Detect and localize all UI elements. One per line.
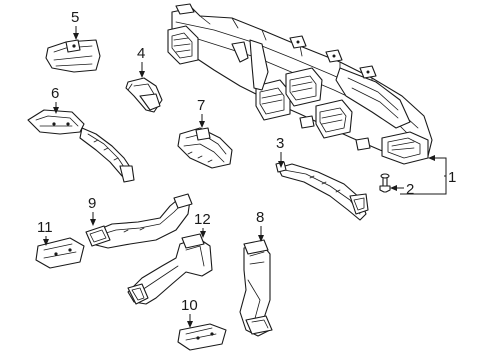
callout-11: 11 — [37, 219, 53, 236]
callout-8: 8 — [256, 209, 264, 226]
callout-6: 6 — [51, 85, 59, 102]
callout-4: 4 — [137, 45, 145, 62]
part-9-rear-duct — [85, 193, 193, 249]
part-8-floor-duct-right — [239, 239, 273, 337]
callout-3: 3 — [276, 135, 284, 152]
callout-9: 9 — [88, 195, 96, 212]
leader-11 — [43, 236, 49, 246]
callout-2: 2 — [406, 181, 414, 198]
part-4-outlet-connector — [125, 77, 163, 113]
leader-3 — [278, 152, 284, 168]
callout-7: 7 — [197, 97, 205, 114]
part-7-center-connector — [177, 127, 233, 169]
callout-10: 10 — [181, 297, 198, 314]
callout-5: 5 — [71, 9, 79, 26]
leader-1 — [400, 155, 447, 195]
part-10-adapter — [177, 323, 227, 351]
part-11-adapter — [35, 237, 85, 269]
part-2-clip — [379, 173, 391, 193]
leader-2 — [390, 185, 404, 191]
part-5-bracket — [45, 39, 101, 73]
leader-6 — [53, 102, 59, 114]
leader-8 — [258, 226, 264, 242]
leader-10 — [187, 314, 193, 328]
leader-7 — [199, 114, 205, 128]
part-1-duct-assembly — [167, 3, 433, 165]
leader-4 — [139, 62, 145, 78]
part-3-side-duct — [275, 161, 369, 221]
callout-1: 1 — [448, 169, 456, 186]
leader-9 — [90, 212, 96, 226]
leader-5 — [73, 26, 79, 40]
leader-12 — [200, 228, 206, 238]
part-6-defroster-duct — [27, 109, 135, 183]
part-12-floor-duct-left — [127, 233, 213, 305]
callout-12: 12 — [194, 211, 211, 228]
